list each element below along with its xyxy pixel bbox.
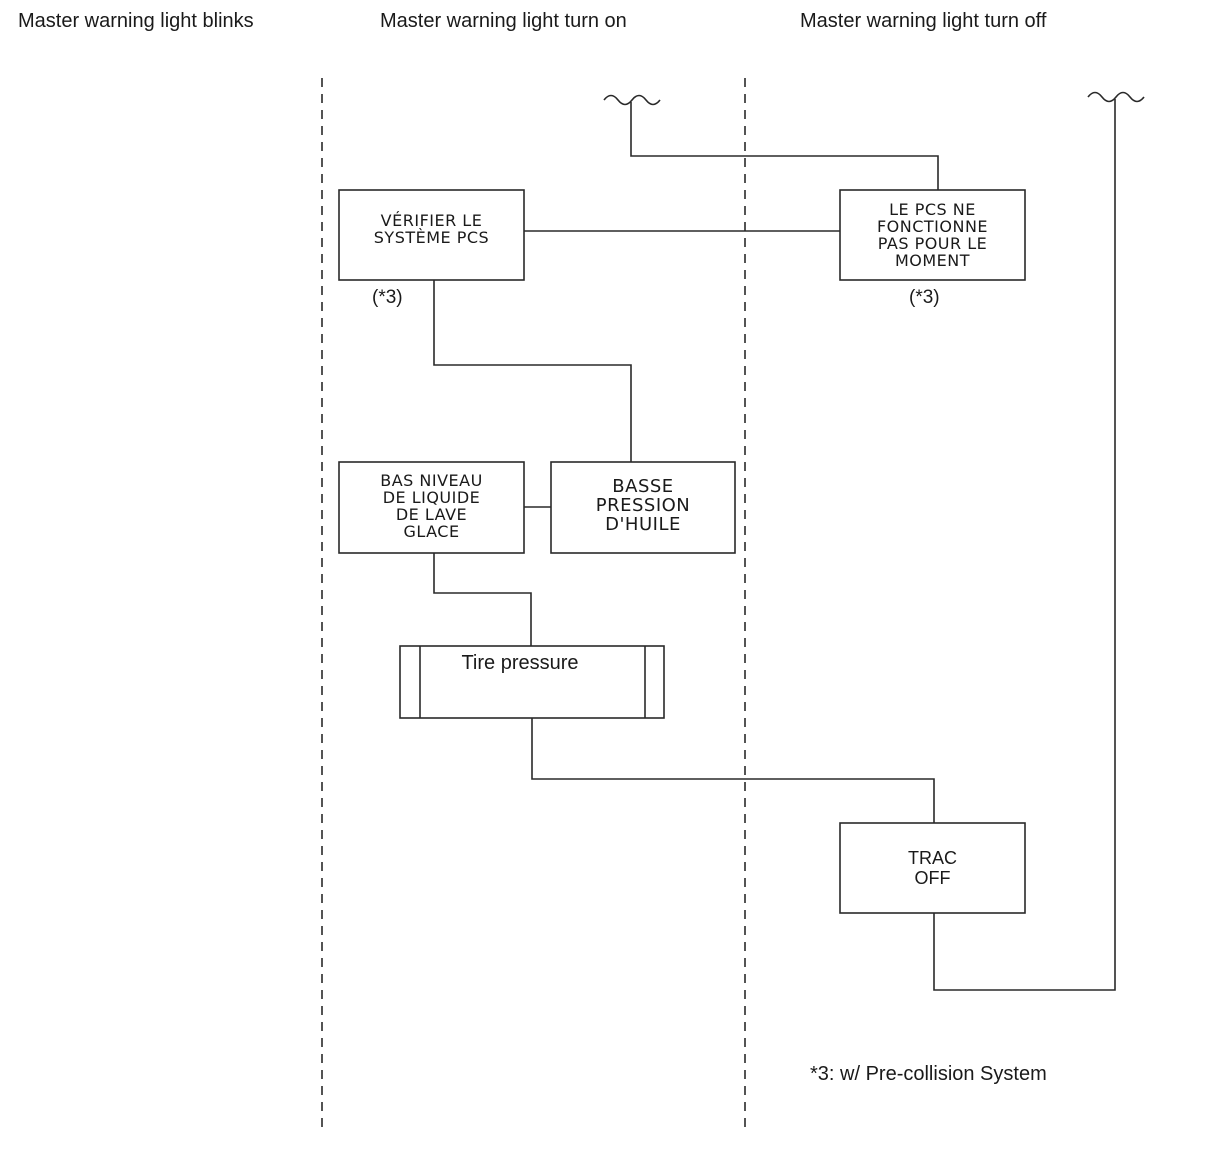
box-trac-off: TRAC OFF bbox=[840, 823, 1025, 913]
box-tire-pressure: Tire pressure bbox=[461, 652, 579, 674]
continuation-break-2 bbox=[1087, 91, 1145, 103]
box-basse-pression-huile: BASSE PRESSION D'HUILE bbox=[551, 462, 735, 553]
column-header-turn-off: Master warning light turn off bbox=[800, 10, 1047, 32]
box-line: TRAC bbox=[908, 848, 957, 868]
box-frame-trac-off bbox=[839, 822, 1026, 914]
footnote-ref-verifier: (*3) bbox=[372, 287, 403, 308]
column-header-turn-on: Master warning light turn on bbox=[380, 10, 627, 32]
box-line: PAS POUR LE bbox=[877, 234, 988, 253]
box-frame-tire-pressure bbox=[399, 645, 665, 719]
box-frame-le-pcs bbox=[839, 189, 1026, 281]
footnote-ref-le-pcs: (*3) bbox=[909, 287, 940, 308]
box-line: OFF bbox=[914, 868, 951, 888]
box-frame-verifier bbox=[338, 189, 525, 281]
box-line: DE LAVE bbox=[395, 504, 468, 524]
box-line: D'HUILE bbox=[605, 514, 681, 535]
box-le-pcs-ne-fonctionne: LE PCS NE FONCTIONNE PAS POUR LE MOMENT bbox=[840, 190, 1025, 280]
box-line: MOMENT bbox=[894, 251, 971, 270]
box-line: GLACE bbox=[403, 521, 460, 541]
box-line: PRESSION bbox=[595, 495, 691, 516]
connector-trac-to-break bbox=[933, 99, 1116, 991]
box-line: BASSE bbox=[612, 476, 674, 497]
box-verifier-pcs: VÉRIFIER LE SYSTÈME PCS bbox=[339, 190, 524, 280]
box-bas-niveau-liquide: BAS NIVEAU DE LIQUIDE DE LAVE GLACE bbox=[339, 462, 524, 553]
box-line: BAS NIVEAU bbox=[380, 470, 483, 490]
box-line: FONCTIONNE bbox=[876, 217, 989, 236]
footnote-pre-collision: *3: w/ Pre-collision System bbox=[810, 1063, 1047, 1085]
column-header-blinks: Master warning light blinks bbox=[18, 10, 254, 32]
box-line: DE LIQUIDE bbox=[382, 487, 481, 507]
connector-tire-to-trac bbox=[531, 718, 935, 823]
continuation-break-1 bbox=[603, 94, 661, 106]
connector-break-to-le-pcs bbox=[630, 102, 939, 190]
connector-bas-niveau-to-tire bbox=[433, 553, 532, 646]
connector-verifier-to-basse-pression bbox=[433, 280, 632, 462]
box-line: VÉRIFIER LE bbox=[380, 211, 483, 230]
box-frame-bas-niveau bbox=[338, 461, 525, 554]
box-line: SYSTÈME PCS bbox=[373, 228, 490, 247]
box-frame-basse-pression bbox=[550, 461, 736, 554]
box-line: LE PCS NE bbox=[889, 200, 976, 219]
